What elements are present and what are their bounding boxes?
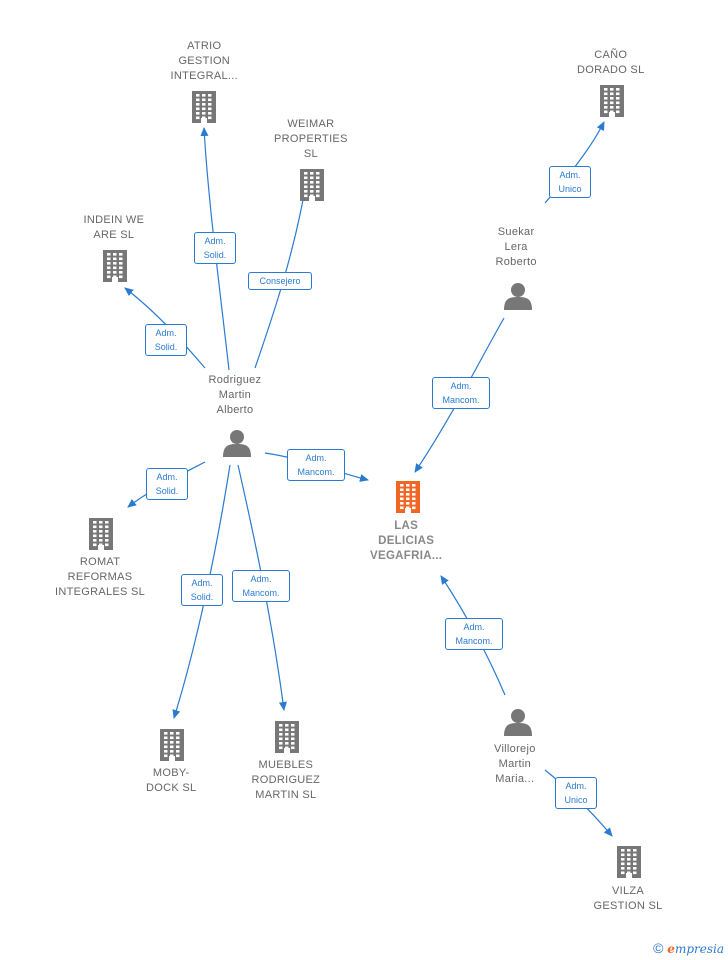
node-label-line: SL — [303, 148, 318, 160]
node-label-line: VILZA — [611, 885, 645, 897]
node-label-line: Martin — [498, 758, 531, 770]
building-icon — [275, 721, 299, 753]
node-label-vilza[interactable]: VILZA GESTION SL — [594, 884, 663, 914]
building-icon — [300, 169, 324, 201]
edge-label-villorejo-to-delicias[interactable]: Adm. Mancom. — [445, 618, 503, 650]
node-label-indein[interactable]: INDEIN WE ARE SL — [84, 213, 145, 243]
person-icon — [504, 709, 532, 736]
node-label-line: Martin — [218, 389, 252, 401]
node-label-line: DORADO SL — [577, 64, 645, 76]
node-label-line: DOCK SL — [146, 782, 197, 794]
edge-label-rodriguez-to-muebles[interactable]: Adm. Mancom. — [232, 570, 290, 602]
node-label-weimar[interactable]: WEIMAR PROPERTIES SL — [274, 117, 348, 162]
building-icon — [89, 518, 113, 550]
node-label-muebles[interactable]: MUEBLES RODRIGUEZ MARTIN SL — [252, 758, 321, 803]
node-label-line: WEIMAR — [287, 118, 335, 130]
edge-label-rodriguez-to-weimar[interactable]: Consejero — [248, 272, 312, 290]
node-label-line: MOBY- — [152, 767, 190, 779]
brand-logo-rest: mpresia — [674, 942, 724, 956]
node-label-line: ATRIO — [187, 40, 222, 52]
edge-label-suekar-to-delicias[interactable]: Adm. Mancom. — [432, 377, 490, 409]
node-label-line: INTEGRALES SL — [55, 586, 146, 598]
edge-label-line: Unico — [564, 795, 588, 805]
edge-label-line: Solid. — [190, 592, 214, 602]
edge-label-rodriguez-to-delicias[interactable]: Adm. Mancom. — [287, 449, 345, 481]
edge-label-line: Adm. — [204, 236, 226, 246]
edge-label-line: Mancom. — [242, 588, 280, 598]
node-label-line: LAS — [394, 520, 419, 532]
node-label-line: ROMAT — [79, 556, 121, 568]
node-label-line: Maria... — [495, 773, 535, 785]
node-label-line: GESTION — [178, 55, 231, 67]
edge-label-line: Solid. — [155, 486, 179, 496]
building-icon — [600, 85, 624, 117]
edge-label-line: Unico — [558, 184, 582, 194]
node-label-mobydock[interactable]: MOBY- DOCK SL — [146, 766, 196, 796]
edge-label-line: Solid. — [203, 250, 227, 260]
node-label-line: REFORMAS — [67, 571, 133, 583]
edge-label-line: Adm. — [565, 781, 587, 791]
node-label-line: Roberto — [495, 256, 537, 268]
building-icon — [617, 846, 641, 878]
node-label-atrio[interactable]: ATRIO GESTION INTEGRAL... — [171, 39, 238, 84]
node-label-line: Villorejo — [494, 743, 536, 755]
edges-layer — [124, 121, 613, 837]
edge-label-rodriguez-to-indein[interactable]: Adm. Solid. — [145, 324, 187, 356]
edge-label-rodriguez-to-romat[interactable]: Adm. Solid. — [146, 468, 188, 500]
node-label-delicias[interactable]: LAS DELICIAS VEGAFRIA... — [370, 519, 442, 564]
node-label-line: VEGAFRIA... — [370, 550, 443, 562]
node-label-line: INDEIN WE — [83, 214, 145, 226]
edge-label-line: Adm. — [559, 170, 581, 180]
edge-label-line: Adm. — [463, 622, 485, 632]
edge-label-rodriguez-to-mobydock[interactable]: Adm. Solid. — [181, 574, 223, 606]
edge-label-villorejo-to-vilza[interactable]: Adm. Unico — [555, 777, 597, 809]
icons-layer — [89, 85, 641, 878]
node-label-line: ARE SL — [93, 229, 135, 241]
node-label-line: Rodriguez — [208, 374, 262, 386]
edge-label-line: Adm. — [250, 574, 272, 584]
edge-label-line: Adm. — [450, 381, 472, 391]
node-label-line: CAÑO — [594, 49, 628, 61]
node-label-line: Alberto — [216, 404, 254, 416]
edge-label-line: Consejero — [259, 276, 301, 286]
brand-logo-e: e — [667, 942, 675, 956]
copyright-symbol: © — [653, 940, 664, 956]
node-label-line: MUEBLES — [258, 759, 314, 771]
node-label-line: MARTIN SL — [255, 789, 317, 801]
edge-label-line: Adm. — [156, 472, 178, 482]
node-label-cano[interactable]: CAÑO DORADO SL — [577, 48, 645, 78]
building-icon — [160, 729, 184, 761]
person-icon — [504, 283, 532, 310]
edge-label-line: Adm. — [305, 453, 327, 463]
edge-label-line: Mancom. — [442, 395, 480, 405]
node-label-line: Suekar — [497, 226, 535, 238]
node-label-line: RODRIGUEZ — [251, 774, 321, 786]
building-icon — [396, 481, 420, 513]
node-label-line: DELICIAS — [378, 535, 435, 547]
node-label-romat[interactable]: ROMAT REFORMAS INTEGRALES SL — [55, 555, 145, 600]
building-icon — [103, 250, 127, 282]
node-label-line: PROPERTIES — [274, 133, 348, 145]
building-icon — [192, 91, 216, 123]
edge-label-suekar-to-cano[interactable]: Adm. Unico — [549, 166, 591, 198]
person-icon — [223, 430, 251, 457]
edge-label-line: Mancom. — [455, 636, 493, 646]
brand-footer[interactable]: © empresia — [653, 940, 724, 956]
node-label-line: GESTION SL — [593, 900, 663, 912]
edge-label-line: Adm. — [191, 578, 213, 588]
edge-label-line: Adm. — [155, 328, 177, 338]
edge-label-line: Mancom. — [297, 467, 335, 477]
node-label-line: INTEGRAL... — [170, 70, 238, 82]
edge-label-line: Solid. — [154, 342, 178, 352]
node-label-line: Lera — [504, 241, 528, 253]
edge-label-rodriguez-to-atrio[interactable]: Adm. Solid. — [194, 232, 236, 264]
